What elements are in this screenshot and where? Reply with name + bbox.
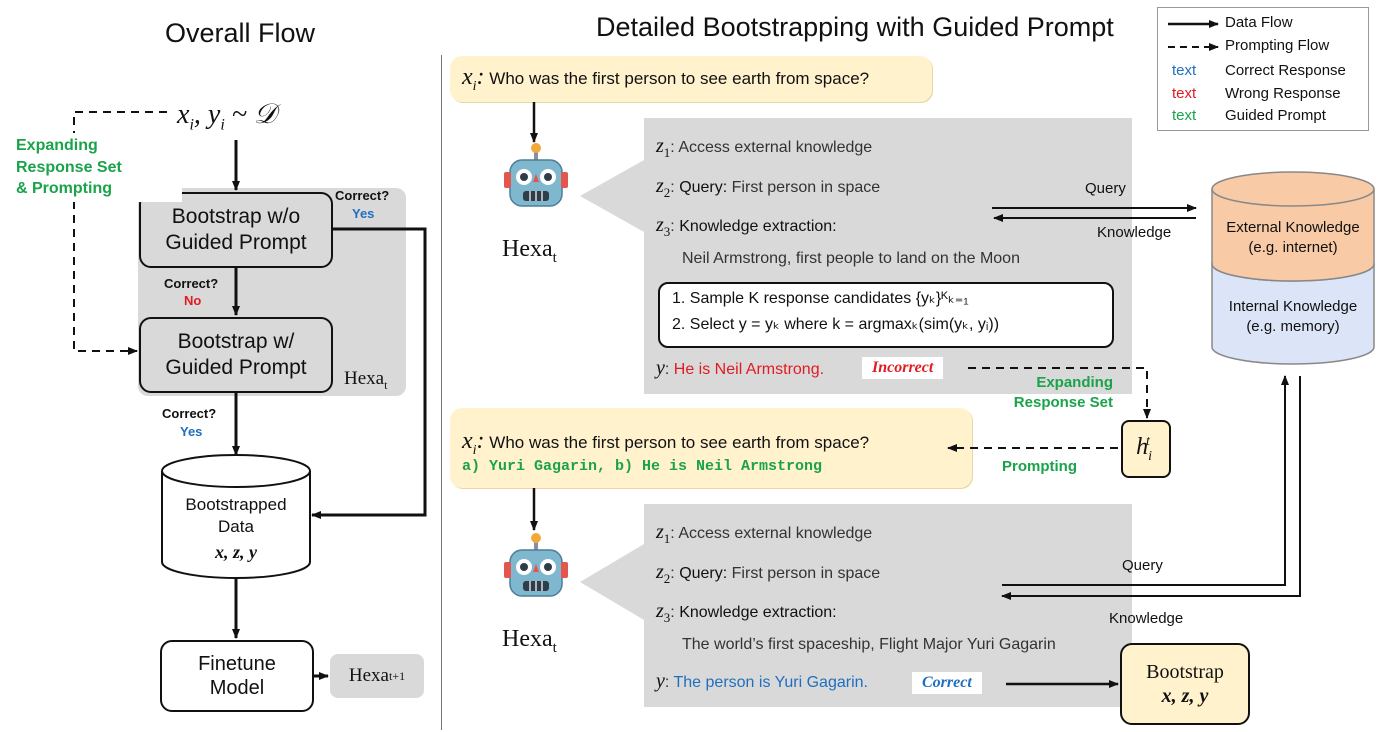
knowledge-label-top: Knowledge	[1097, 224, 1172, 241]
bootstrap-output-box: Bootstrap x, z, y	[1120, 643, 1250, 725]
reasoning-panel-top	[644, 118, 1132, 394]
bottom-z3-text: The world’s first spaceship, Flight Majo…	[682, 636, 1056, 653]
question-guided: xi: Who was the first person to see eart…	[462, 428, 870, 458]
legend-correct-swatch: text	[1172, 62, 1197, 79]
speech-pointer-bottom	[580, 544, 644, 620]
legend	[1157, 7, 1369, 131]
legend-guided: Guided Prompt	[1225, 107, 1326, 124]
overall-flow-title: Overall Flow	[165, 18, 316, 48]
yes-label-2: Yes	[180, 424, 203, 439]
bootstrap-with-guided-prompt-box: Bootstrap w/ Guided Prompt	[139, 317, 333, 393]
legend-data-flow: Data Flow	[1225, 14, 1293, 31]
question-box-top	[450, 56, 932, 102]
no-label: No	[184, 293, 202, 308]
bottom-z1: z1: Access external knowledge	[656, 521, 873, 546]
top-answer: y: He is Neil Armstrong.	[656, 357, 825, 379]
correct-question-3: Correct?	[162, 406, 217, 421]
top-z3: z3: Knowledge extraction:	[656, 214, 837, 239]
data-cylinder-top	[161, 454, 311, 488]
hexa-label-top: Hexat	[502, 236, 557, 266]
hint-box: hit	[1121, 420, 1171, 478]
query-label-top: Query	[1085, 180, 1126, 197]
bottom-answer: y: The person is Yuri Gagarin.	[656, 670, 868, 692]
step-select: 2. Select y = yₖ where k = argmaxₖ(sim(y…	[672, 316, 1000, 333]
robot-icon-top	[503, 142, 569, 207]
candidate-selection-box	[658, 282, 1114, 348]
dataset-sample-label: xi, yi ~ 𝒟	[177, 99, 277, 134]
bottom-z2: z2: Query: First person in space	[656, 561, 881, 586]
guided-options: a) Yuri Gagarin, b) He is Neil Armstrong	[462, 458, 823, 475]
correct-tag: Correct	[912, 672, 982, 694]
step-sample: 1. Sample K response candidates {yₖ}ᴷₖ₌₁	[672, 290, 969, 307]
query-label-bottom: Query	[1122, 557, 1163, 574]
question-top: xi: Who was the first person to see eart…	[462, 64, 870, 94]
top-z2: z2: Query: First person in space	[656, 175, 881, 200]
section-divider	[441, 55, 442, 730]
legend-prompting-flow: Prompting Flow	[1225, 37, 1330, 54]
correct-question-2: Correct?	[164, 276, 219, 291]
yes-label-1: Yes	[352, 206, 375, 221]
hexa-t-label-left: Hexat	[344, 368, 388, 392]
detailed-title: Detailed Bootstrapping with Guided Promp…	[596, 12, 1114, 42]
bottom-z3: z3: Knowledge extraction:	[656, 600, 837, 625]
legend-correct: Correct Response	[1225, 62, 1346, 79]
legend-wrong-swatch: text	[1172, 85, 1197, 102]
bootstrap-without-guided-prompt-box: Bootstrap w/o Guided Prompt	[139, 192, 333, 268]
bootstrapped-data-vars: x, z, y	[215, 542, 257, 562]
incorrect-tag: Incorrect	[862, 357, 944, 379]
top-z1: z1: Access external knowledge	[656, 135, 873, 160]
prompting-label: Prompting	[1002, 458, 1077, 475]
hexa-label-bottom: Hexat	[502, 626, 557, 656]
external-knowledge-label: External Knowledge (e.g. internet)	[1226, 219, 1360, 257]
question-box-guided	[450, 408, 972, 488]
robot-icon-bottom	[503, 532, 569, 597]
knowledge-label-bottom: Knowledge	[1109, 610, 1184, 627]
expanding-response-set-label: Expanding Response Set	[1013, 374, 1113, 411]
internal-knowledge-label: Internal Knowledge (e.g. memory)	[1228, 298, 1358, 336]
finetune-model-box: Finetune Model	[160, 640, 314, 712]
top-z3-text: Neil Armstrong, first people to land on …	[682, 250, 1020, 267]
speech-pointer-top	[580, 160, 644, 232]
expanding-prompting-label: Expanding Response Set & Prompting	[10, 133, 182, 202]
legend-guided-swatch: text	[1172, 107, 1197, 124]
bootstrapped-data-label: Bootstrapped Data	[185, 495, 287, 537]
correct-question-1: Correct?	[335, 188, 390, 203]
legend-wrong: Wrong Response	[1225, 85, 1341, 102]
